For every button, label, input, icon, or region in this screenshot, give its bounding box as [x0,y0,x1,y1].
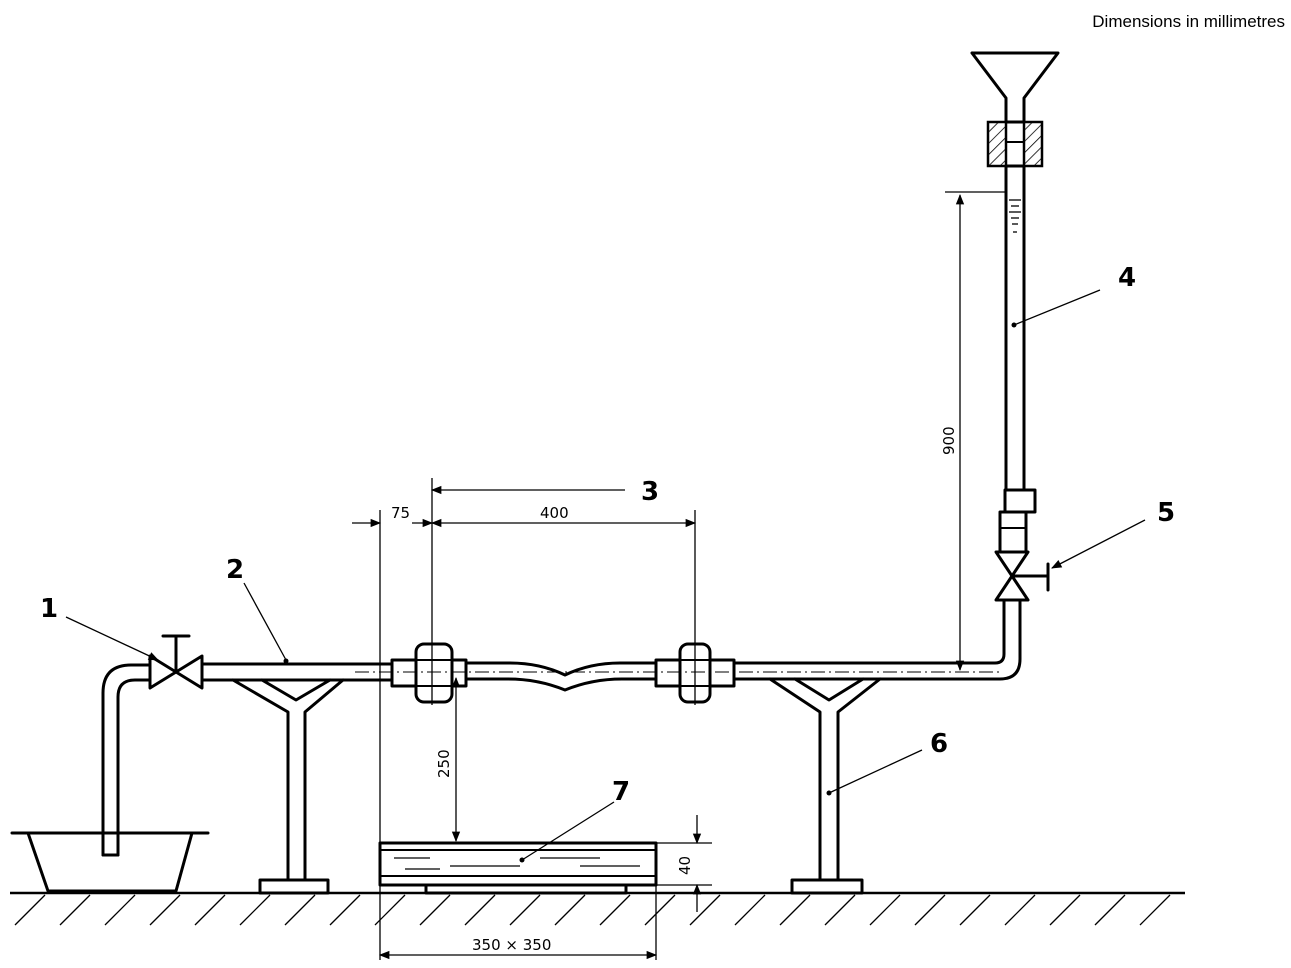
standpipe-clamp [986,120,1044,194]
dimensions-caption: Dimensions in millimetres [1092,12,1285,31]
right-support [768,677,882,895]
callout-3: 3 [641,477,659,507]
dim-900: 900 [940,426,958,455]
valve-1 [148,634,204,690]
dim-40: 40 [676,856,694,875]
tray-water-lines [394,857,640,870]
dim-75: 75 [391,504,410,522]
callout-1: 1 [40,594,58,624]
inlet-pipe [101,663,154,857]
callout-7: 7 [612,777,630,807]
valve-5 [994,550,1050,602]
standpipe-union [998,488,1037,554]
supply-basin [10,831,210,893]
callout-2: 2 [226,555,244,585]
tray-7 [378,841,658,895]
ground-hatching [14,894,1171,926]
callout-4: 4 [1118,263,1136,293]
standpipe-4 [1004,190,1026,492]
dim-400: 400 [540,504,569,522]
callout-leaders [65,289,1146,863]
test-specimen-hose [464,661,658,692]
left-support [231,678,345,895]
callout-6: 6 [930,729,948,759]
left-coupling [390,642,468,704]
dim-350x350: 350 × 350 [472,936,551,954]
funnel [970,51,1060,124]
dimension-lines [352,191,1006,960]
dim-250: 250 [435,749,453,778]
water-level-marks [1009,199,1021,233]
callout-5: 5 [1157,498,1175,528]
ground [10,891,1185,926]
pipe-right [732,598,1022,681]
